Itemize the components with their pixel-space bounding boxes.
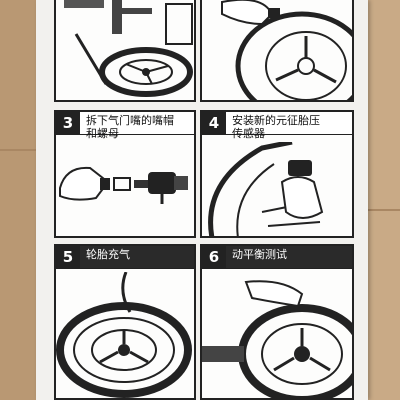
wheel-balancing-illustration bbox=[202, 280, 352, 398]
step-header: 6 动平衡测试 bbox=[202, 246, 352, 269]
panel-step-4: 4 安装新的元征胎压 传感器 bbox=[200, 110, 354, 238]
tire-inflation-illustration bbox=[56, 272, 192, 398]
step-label: 拆下气门嘴的嘴帽 和螺母 bbox=[86, 114, 174, 140]
panel-step-2 bbox=[54, 0, 196, 102]
wheel-hand-illustration bbox=[221, 0, 352, 100]
step-header: 5 轮胎充气 bbox=[56, 246, 194, 269]
step-header: 4 安装新的元征胎压 传感器 bbox=[202, 112, 352, 140]
tire-changer-illustration bbox=[64, 0, 193, 97]
step-number: 3 bbox=[56, 112, 80, 134]
step-number: 6 bbox=[202, 246, 226, 268]
panel-step-6: 6 动平衡测试 bbox=[200, 244, 354, 400]
step-number: 5 bbox=[56, 246, 80, 268]
step-label: 动平衡测试 bbox=[232, 248, 287, 261]
step-label: 轮胎充气 bbox=[86, 248, 130, 261]
panel-step-2b bbox=[200, 0, 354, 102]
step-header: 3 拆下气门嘴的嘴帽 和螺母 bbox=[56, 112, 194, 140]
step-label: 安装新的元征胎压 传感器 bbox=[232, 114, 320, 140]
valve-cap-removal-illustration bbox=[59, 166, 188, 204]
sensor-install-illustration bbox=[208, 142, 324, 236]
panel-step-5: 5 轮胎充气 bbox=[54, 244, 196, 400]
instruction-card: 3 拆下气门嘴的嘴帽 和螺母 4 安装新的元征胎压 传感器 bbox=[36, 0, 368, 400]
panel-step-3: 3 拆下气门嘴的嘴帽 和螺母 bbox=[54, 110, 196, 238]
step-number: 4 bbox=[202, 112, 226, 134]
